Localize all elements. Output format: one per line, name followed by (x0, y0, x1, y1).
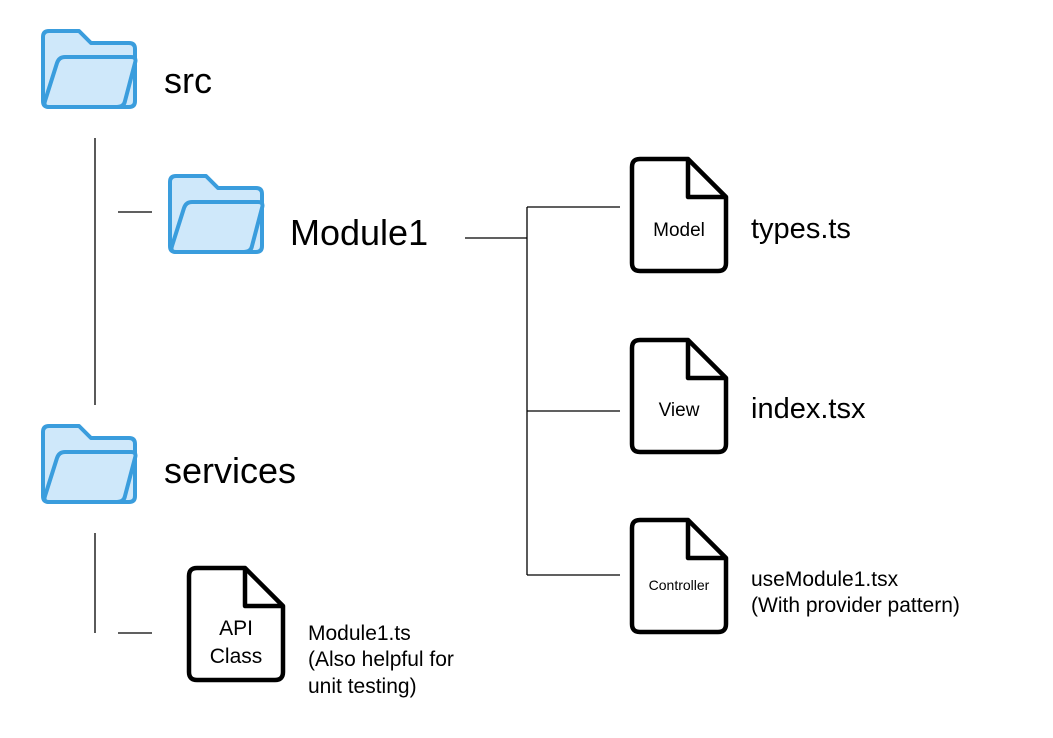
controller-document-icon (632, 520, 726, 632)
api-icon-label-line1: API (219, 617, 253, 640)
src-folder-label: src (164, 60, 212, 101)
view-document-icon (632, 340, 726, 452)
module1-folder-label: Module1 (290, 212, 429, 253)
model-document-icon (632, 159, 726, 271)
connector-lines (94, 138, 620, 634)
api-filename-label: Module1.ts (Also helpful for unit testin… (308, 621, 568, 700)
services-folder-icon (41, 424, 138, 504)
api-filename-line2: (Also helpful for (308, 648, 454, 672)
controller-filename-line1: useModule1.tsx (751, 568, 899, 591)
api-filename-line3: unit testing) (308, 674, 417, 698)
controller-filename-label: useModule1.tsx (With provider pattern) (751, 567, 1051, 620)
api-filename-line1: Module1.ts (308, 622, 411, 645)
module1-folder-icon (168, 174, 265, 254)
controller-icon-label: Controller (648, 577, 710, 593)
src-folder-icon (41, 29, 138, 109)
model-filename-label: types.ts (751, 213, 851, 245)
view-icon-label: View (658, 400, 700, 421)
services-folder-label: services (164, 450, 297, 491)
model-icon-label: Model (653, 220, 705, 241)
view-filename-label: index.tsx (751, 393, 866, 425)
controller-filename-line2: (With provider pattern) (751, 594, 960, 618)
api-icon-label-line2: Class (209, 645, 263, 668)
